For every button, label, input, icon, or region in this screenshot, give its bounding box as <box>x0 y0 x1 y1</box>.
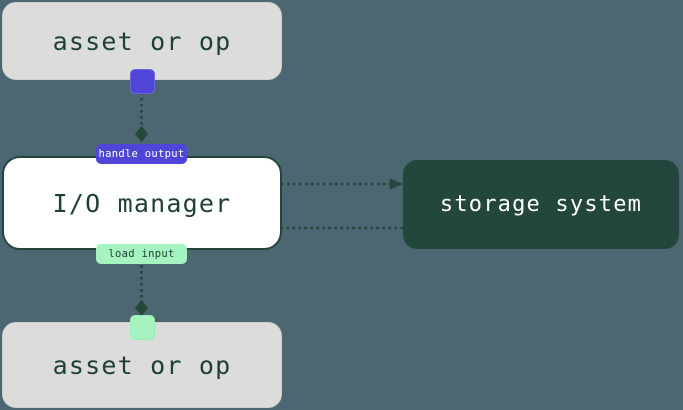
badge-label: handle output <box>98 148 185 160</box>
load-input-port[interactable] <box>130 315 155 340</box>
arrowhead-diamond-load-input <box>135 300 148 316</box>
node-label: I/O manager <box>52 188 232 218</box>
node-asset-or-op-top[interactable]: asset or op <box>2 2 282 80</box>
node-label: storage system <box>439 192 643 217</box>
arrowhead-triangle-to-storage <box>390 178 403 190</box>
node-label: asset or op <box>52 26 232 56</box>
badge-label: load input <box>108 248 175 260</box>
badge-handle-output[interactable]: handle output <box>96 144 187 164</box>
node-label: asset or op <box>52 350 232 380</box>
node-io-manager[interactable]: I/O manager <box>2 156 282 250</box>
arrowhead-diamond-handle-output <box>135 126 148 142</box>
node-storage-system[interactable]: storage system <box>403 160 679 249</box>
badge-load-input[interactable]: load input <box>96 244 187 264</box>
handle-output-port[interactable] <box>130 69 155 94</box>
